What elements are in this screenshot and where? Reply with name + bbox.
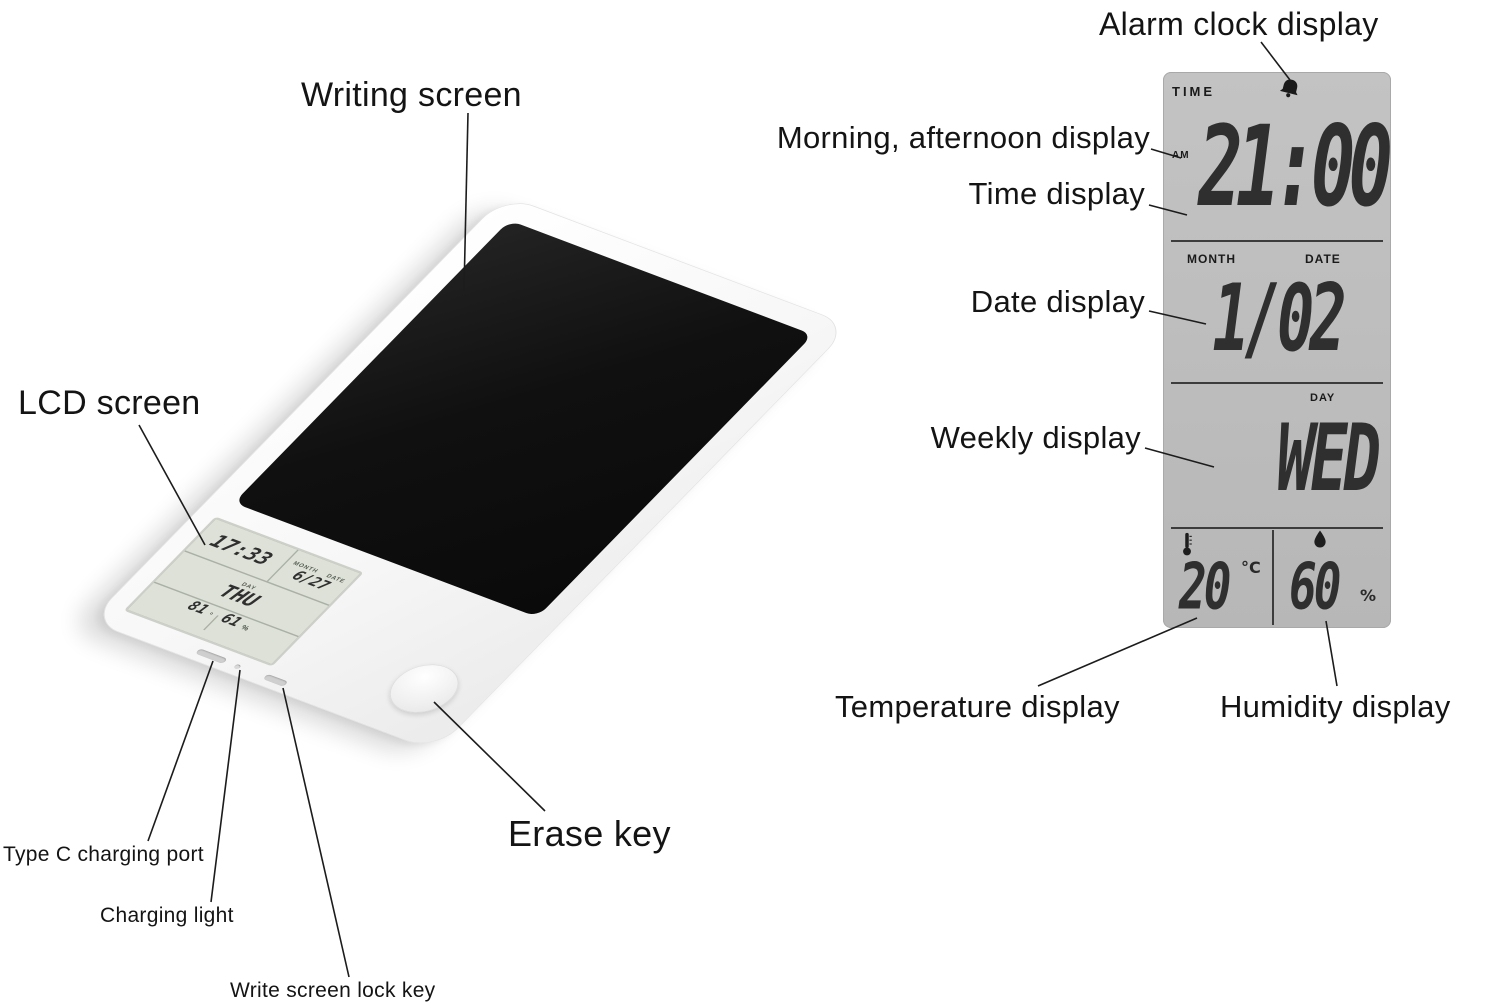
panel-day-value: WED (1277, 403, 1381, 513)
panel-am-indicator: AM (1172, 150, 1190, 161)
callout-line-type-c-port (147, 660, 214, 842)
lcd-humidity-unit: % (238, 624, 251, 633)
callout-line-lock-key (282, 687, 350, 978)
alarm-bell-icon (1279, 79, 1298, 98)
lock-key-label: Write screen lock key (230, 979, 436, 1002)
writing-screen-label: Writing screen (301, 76, 522, 114)
panel-time-header: TIME (1172, 84, 1216, 99)
type-c-charging-port[interactable] (195, 648, 228, 664)
panel-divider (1171, 527, 1383, 529)
lcd-panel-closeup: TIME AM 21:00 MONTH DATE 1/02 DAY WED 20… (1163, 72, 1393, 628)
lcd-writing-tablet: 17:33 MONTH DATE 6/27 DAY THU 81 ° 61 % (88, 195, 852, 752)
panel-date-header: DATE (1305, 252, 1341, 266)
morning-afternoon-label: Morning, afternoon display (776, 120, 1150, 155)
panel-day-header: DAY (1310, 392, 1336, 404)
panel-humidity-value: 60 (1289, 548, 1341, 624)
lcd-temperature-unit: ° (205, 611, 215, 619)
thermometer-icon (1183, 532, 1192, 556)
erase-key[interactable] (375, 656, 473, 721)
date-display-label: Date display (970, 284, 1145, 319)
lcd-screen-label: LCD screen (18, 384, 201, 422)
charging-light-label: Charging light (100, 904, 234, 927)
alarm-display-label: Alarm clock display (1099, 6, 1379, 42)
panel-time-value: 21:00 (1198, 103, 1393, 232)
callout-line-humidity (1325, 620, 1338, 687)
time-display-label: Time display (968, 176, 1145, 211)
panel-date-value: 1/02 (1212, 263, 1346, 373)
temperature-display-label: Temperature display (835, 689, 1120, 724)
water-drop-icon (1314, 530, 1326, 548)
type-c-port-label: Type C charging port (3, 843, 204, 866)
panel-month-header: MONTH (1187, 252, 1236, 266)
erase-key-label: Erase key (508, 813, 671, 854)
panel-humidity-unit: % (1360, 586, 1377, 605)
panel-vertical-divider (1272, 530, 1274, 625)
humidity-display-label: Humidity display (1220, 689, 1451, 724)
weekly-display-label: Weekly display (930, 420, 1141, 455)
panel-divider (1171, 240, 1383, 242)
charging-light (233, 663, 242, 670)
panel-temperature-unit: °C (1241, 558, 1261, 577)
panel-temperature-value: 20 (1179, 548, 1231, 624)
lcd-screen: 17:33 MONTH DATE 6/27 DAY THU 81 ° 61 % (123, 516, 364, 667)
callout-line-charging-light (210, 669, 241, 903)
write-screen-lock-key[interactable] (262, 673, 289, 687)
panel-divider (1171, 382, 1383, 384)
callout-line-temperature (1037, 617, 1198, 687)
